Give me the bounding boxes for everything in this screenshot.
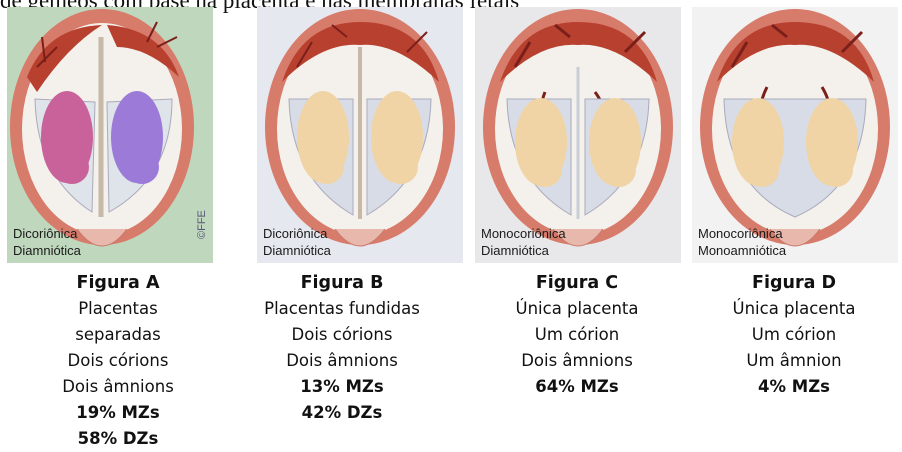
fetus-left-head — [55, 150, 89, 184]
chorionicity-label: Dicoriônica — [263, 225, 331, 242]
stat-line: 42% DZs — [232, 400, 452, 426]
panel-caption: Monocoriônica Monoamniótica — [698, 225, 786, 259]
description-line: separadas — [8, 322, 228, 348]
description-line: Única placenta — [684, 296, 902, 322]
stat-line: 13% MZs — [232, 374, 452, 400]
chorionicity-label: Dicoriônica — [13, 225, 81, 242]
amnionicity-label: Diamniótica — [263, 242, 331, 259]
illustration-panel-b: Dicoriônica Diamniótica — [257, 7, 463, 263]
stat-line: 58% DZs — [8, 426, 228, 452]
stat-line: 64% MZs — [467, 374, 687, 400]
illustration-panel-a: ©FFE Dicoriônica Diamniótica — [7, 7, 213, 263]
figure-label: Figura A — [8, 270, 228, 296]
figure-d-description: Figura D Única placenta Um córion Um âmn… — [684, 270, 902, 400]
description-line: Dois âmnions — [232, 348, 452, 374]
figure-a-description: Figura A Placentas separadas Dois córion… — [8, 270, 228, 452]
amnionicity-label: Diamniótica — [13, 242, 81, 259]
figure-label: Figura C — [467, 270, 687, 296]
amnionicity-label: Diamniótica — [481, 242, 566, 259]
figure-label: Figura D — [684, 270, 902, 296]
description-line: Um córion — [684, 322, 902, 348]
description-line: Dois âmnions — [8, 374, 228, 400]
figure-label: Figura B — [232, 270, 452, 296]
amnionicity-label: Monoamniótica — [698, 242, 786, 259]
fetus-right-head — [125, 150, 159, 184]
description-line: Um âmnion — [684, 348, 902, 374]
figure-c-description: Figura C Única placenta Um córion Dois â… — [467, 270, 687, 400]
fetus-right-head — [819, 153, 853, 187]
description-line: Dois âmnions — [467, 348, 687, 374]
illustration-panel-d: Monocoriônica Monoamniótica — [692, 7, 898, 263]
chorionicity-label: Monocoriônica — [481, 225, 566, 242]
chorionicity-label: Monocoriônica — [698, 225, 786, 242]
panel-caption: Monocoriônica Diamniótica — [481, 225, 566, 259]
panel-caption: Dicoriônica Diamniótica — [13, 225, 81, 259]
description-line: Um córion — [467, 322, 687, 348]
fetus-right-head — [602, 153, 636, 187]
fetus-right-head — [384, 150, 418, 184]
description-line: Única placenta — [467, 296, 687, 322]
fetus-left-head — [528, 153, 562, 187]
description-line: Placentas fundidas — [232, 296, 452, 322]
figure-b-description: Figura B Placentas fundidas Dois córions… — [232, 270, 452, 426]
fetus-left-head — [745, 153, 779, 187]
panel-caption: Dicoriônica Diamniótica — [263, 225, 331, 259]
description-line: Dois córions — [232, 322, 452, 348]
description-line: Placentas — [8, 296, 228, 322]
description-line: Dois córions — [8, 348, 228, 374]
stat-line: 19% MZs — [8, 400, 228, 426]
stat-line: 4% MZs — [684, 374, 902, 400]
fetus-left-head — [310, 150, 344, 184]
watermark: ©FFE — [196, 210, 208, 239]
illustration-panel-c: Monocoriônica Diamniótica — [475, 7, 681, 263]
